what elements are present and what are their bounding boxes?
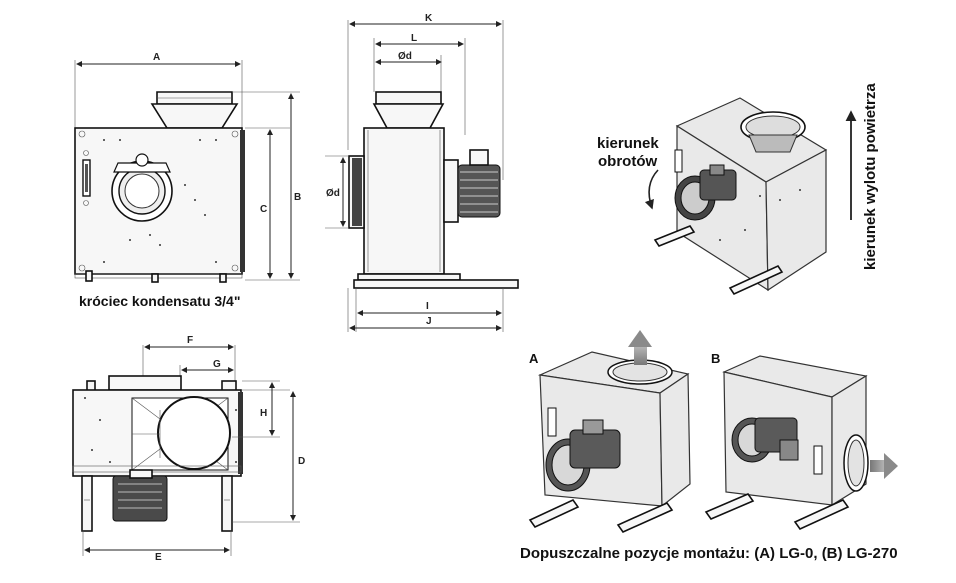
dim-g: G — [213, 359, 221, 370]
rotation-label-line1: kierunek — [597, 135, 659, 152]
front-view: A — [74, 52, 301, 309]
airflow-up-arrow-icon — [628, 330, 652, 347]
dim-d: D — [298, 456, 305, 467]
rotation-label-line2: obrotów — [598, 153, 657, 170]
dim-d-side: Ød — [326, 188, 340, 199]
dim-f: F — [187, 335, 193, 346]
isometric-view: kierunek obrotów kierunek wylotu powietr… — [597, 83, 879, 296]
position-a-label: A — [529, 351, 539, 366]
dim-h: H — [260, 408, 267, 419]
dim-c: C — [260, 204, 267, 215]
condensate-label: króciec kondensatu 3/4" — [79, 293, 240, 309]
position-b-label: B — [711, 351, 720, 366]
rotation-arrow-icon — [644, 169, 659, 210]
airflow-right-arrow-icon — [884, 453, 898, 479]
dim-b: B — [294, 192, 301, 203]
dim-e: E — [155, 552, 162, 563]
position-a-image: A — [528, 330, 691, 533]
dim-a: A — [153, 52, 160, 63]
dim-d-top: Ød — [398, 51, 412, 62]
top-view: F G — [72, 335, 305, 563]
side-view: K L Ød Ød — [325, 13, 519, 332]
airflow-label: kierunek wylotu powietrza — [862, 83, 879, 270]
dim-l: L — [411, 33, 417, 44]
dim-k: K — [425, 13, 433, 24]
dim-i: I — [426, 301, 429, 312]
dim-j: J — [426, 316, 432, 327]
position-b-image: B — [704, 351, 898, 531]
mounting-positions-caption: Dopuszczalne pozycje montażu: (A) LG-0, … — [520, 545, 898, 562]
